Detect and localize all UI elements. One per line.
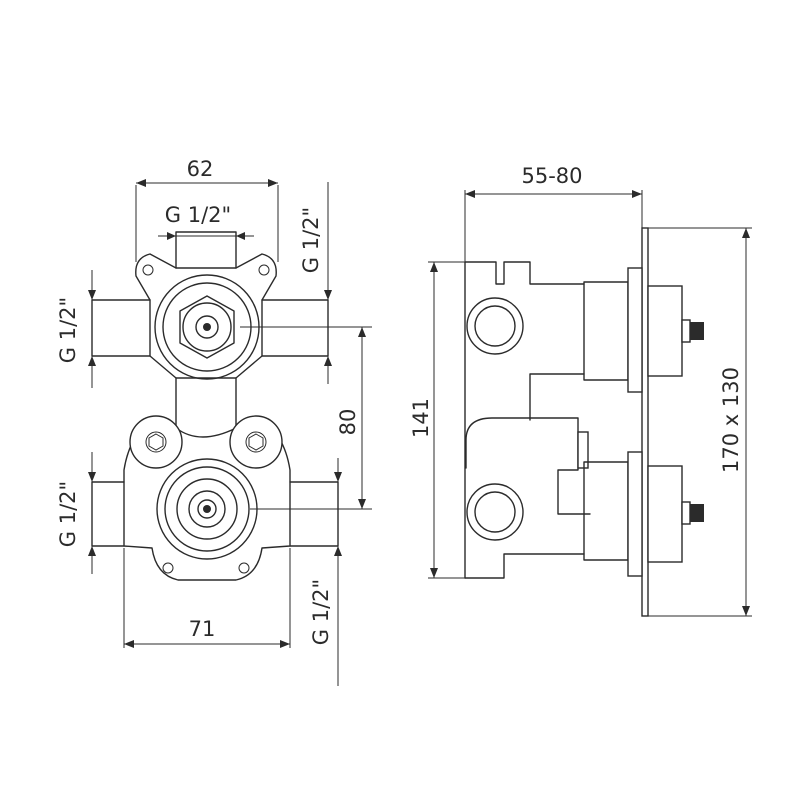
upper-right-stub [261, 299, 329, 357]
neck [175, 377, 237, 429]
side-lower-cartridge [583, 461, 629, 561]
side-lower-port-outer [466, 483, 524, 541]
side-lower-spindle [690, 504, 704, 522]
side-lower-connector [465, 417, 591, 515]
front-view: 62 G 1/2" G 1/2" G 1/2" 80 G 1/2" 71 G 1… [56, 157, 372, 686]
side-upper-cartridge [583, 281, 629, 381]
side-upper-spindle-base [681, 319, 691, 343]
lower-right-ear-hole [238, 562, 250, 574]
upper-left-lug-hole [142, 264, 154, 276]
dim-thread-bottom-right: G 1/2" [309, 579, 333, 645]
lower-right-lug [229, 415, 283, 469]
side-housing-bottom [464, 553, 585, 579]
lower-valve-spindle [197, 499, 217, 519]
side-lower-port-inner [474, 491, 516, 533]
upper-valve-spindle-core [203, 323, 211, 331]
lower-right-lug-bolt [245, 431, 267, 453]
lower-left-ear-hole [162, 562, 174, 574]
dim-thread-top-right: G 1/2" [299, 207, 323, 273]
side-housing-middle [529, 373, 585, 421]
dim-depth-range: 55-80 [521, 164, 582, 188]
side-lower-flange [627, 451, 643, 577]
side-lower-bonnet [647, 465, 683, 563]
side-lower-spindle-base [681, 501, 691, 525]
lower-valve-ring-inner [164, 466, 250, 552]
dim-width-bottom: 71 [189, 617, 216, 641]
side-view: 55-80 141 170 x 130 [409, 164, 752, 617]
side-upper-spindle [690, 322, 704, 340]
upper-left-stub [91, 299, 151, 357]
side-upper-port-inner [474, 305, 516, 347]
side-upper-bonnet [647, 285, 683, 377]
dim-thread-lower-left: G 1/2" [56, 481, 80, 547]
dim-width-top: 62 [187, 157, 214, 181]
lower-valve-spindle-ring [188, 490, 226, 528]
dim-height: 141 [409, 398, 433, 438]
side-lower-connector-tab [577, 431, 589, 469]
lower-right-lug-hex [248, 433, 264, 451]
upper-valve-spindle [195, 315, 219, 339]
lower-valve-bore [176, 478, 238, 540]
dim-center-distance: 80 [336, 409, 360, 436]
lower-left-lug [129, 415, 183, 469]
dim-thread-top-center: G 1/2" [165, 203, 231, 227]
lower-left-lug-hex [148, 433, 164, 451]
side-upper-flange [627, 267, 643, 393]
side-housing-top-block [464, 261, 585, 285]
side-cover-plate [641, 227, 649, 617]
lower-right-port [289, 481, 339, 547]
dim-plate-size: 170 x 130 [719, 367, 743, 473]
upper-valve-hex-nut [179, 295, 235, 359]
lower-left-lug-bolt [145, 431, 167, 453]
dim-thread-upper-left: G 1/2" [56, 297, 80, 363]
upper-right-lug-hole [258, 264, 270, 276]
lower-left-port [91, 481, 125, 547]
upper-top-stub [175, 231, 237, 269]
lower-valve-spindle-core [203, 505, 211, 513]
upper-valve-bore [182, 302, 232, 352]
side-upper-port-outer [466, 297, 524, 355]
